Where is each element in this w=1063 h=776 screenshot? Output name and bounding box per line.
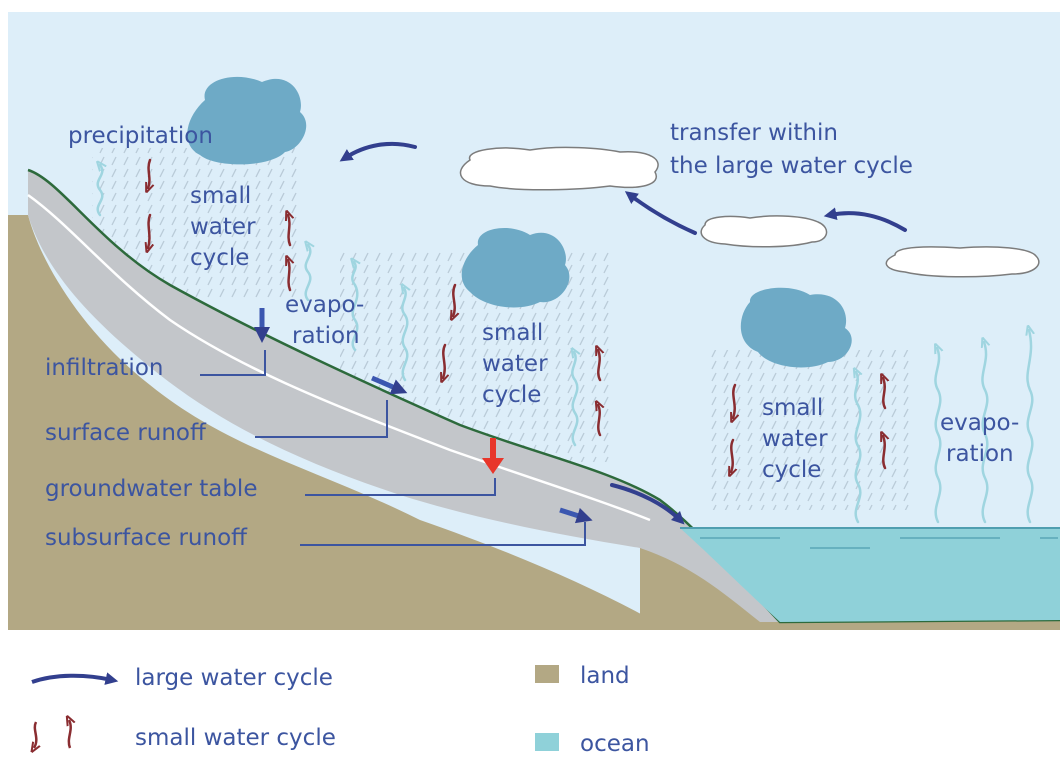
small-cycle-arrow-icon (733, 383, 735, 418)
evaporation-wave-icon (982, 342, 987, 524)
cloud-white-icon (885, 246, 1040, 278)
cloud-dark-icon (187, 76, 307, 165)
land-area (8, 215, 670, 630)
subsurface-runoff-arrow-icon (559, 507, 593, 524)
small-cycle-arrow-icon (288, 215, 290, 247)
label-evaporation-2: evapo- ration (940, 410, 1027, 467)
large-cycle-arrows (339, 141, 907, 525)
small-cycle-arrow-icon (731, 438, 733, 472)
legend-small-cycle-label: small water cycle (135, 725, 336, 751)
large-cycle-arrow-icon (624, 191, 697, 235)
legend-small-cycle-up-icon (69, 720, 71, 749)
legend: large water cycle small water cycle land… (32, 663, 650, 757)
legend-large-cycle-label: large water cycle (135, 665, 333, 691)
legend-small-cycle-down-icon (34, 721, 36, 748)
evaporation-wave-icon (855, 372, 860, 524)
label-transfer-large-cycle: transfer within the large water cycle (670, 120, 913, 179)
legend-large-cycle-icon (31, 672, 119, 685)
small-cycle-arrow-icon (598, 405, 600, 437)
small-cycle-arrow-icon (883, 378, 885, 410)
label-small-water-cycle-2: small water cycle (482, 320, 555, 408)
cloud-white-icon (459, 146, 659, 191)
legend-land-label: land (580, 663, 630, 689)
evaporation-wave-icon (98, 165, 103, 217)
evaporation-wave-icon (572, 352, 577, 447)
label-precipitation: precipitation (68, 123, 213, 149)
small-cycle-arrow-icon (443, 343, 445, 378)
leader-lines (200, 350, 586, 546)
evaporation-wave-icon (352, 262, 357, 352)
evaporation-wave-icon (402, 288, 407, 382)
evaporation-wave-icon (306, 245, 311, 302)
large-cycle-arrow-icon (823, 207, 907, 232)
ocean-water (680, 528, 1060, 622)
label-small-water-cycle-1: small water cycle (190, 183, 263, 271)
groundwater-line (27, 193, 651, 522)
legend-ocean-label: ocean (580, 731, 650, 757)
large-cycle-arrow-icon (339, 141, 417, 162)
cloud-white-icon (700, 215, 828, 248)
legend-land-swatch (535, 665, 559, 683)
small-cycle-arrow-icon (598, 350, 600, 382)
evaporation-waves (98, 165, 1033, 524)
cloud-dark-icon (461, 227, 570, 308)
label-surface-runoff: surface runoff (45, 420, 207, 446)
label-subsurface-runoff: subsurface runoff (45, 525, 248, 551)
large-cycle-arrow-icon (610, 483, 685, 525)
evaporation-wave-icon (935, 348, 940, 524)
label-small-water-cycle-3: small water cycle (762, 395, 835, 483)
evaporation-wave-icon (1027, 330, 1032, 524)
ocean-ripples (700, 537, 1058, 549)
rain-hatching (92, 148, 915, 510)
small-cycle-arrow-icon (453, 283, 455, 316)
small-cycle-arrow-icon (148, 213, 150, 248)
process-arrows (253, 308, 593, 524)
cloud-dark-icon (740, 287, 852, 368)
small-cycle-arrow-icon (288, 260, 290, 292)
small-cycle-arrow-icon (148, 158, 150, 188)
small-cycle-arrows (148, 158, 885, 472)
label-infiltration: infiltration (45, 355, 163, 381)
surface-runoff-arrow-icon (371, 375, 408, 395)
label-groundwater-table: groundwater table (45, 476, 257, 502)
label-evaporation-1: evapo- ration (285, 292, 372, 349)
legend-ocean-swatch (535, 733, 559, 751)
small-cycle-arrow-icon (883, 436, 885, 470)
